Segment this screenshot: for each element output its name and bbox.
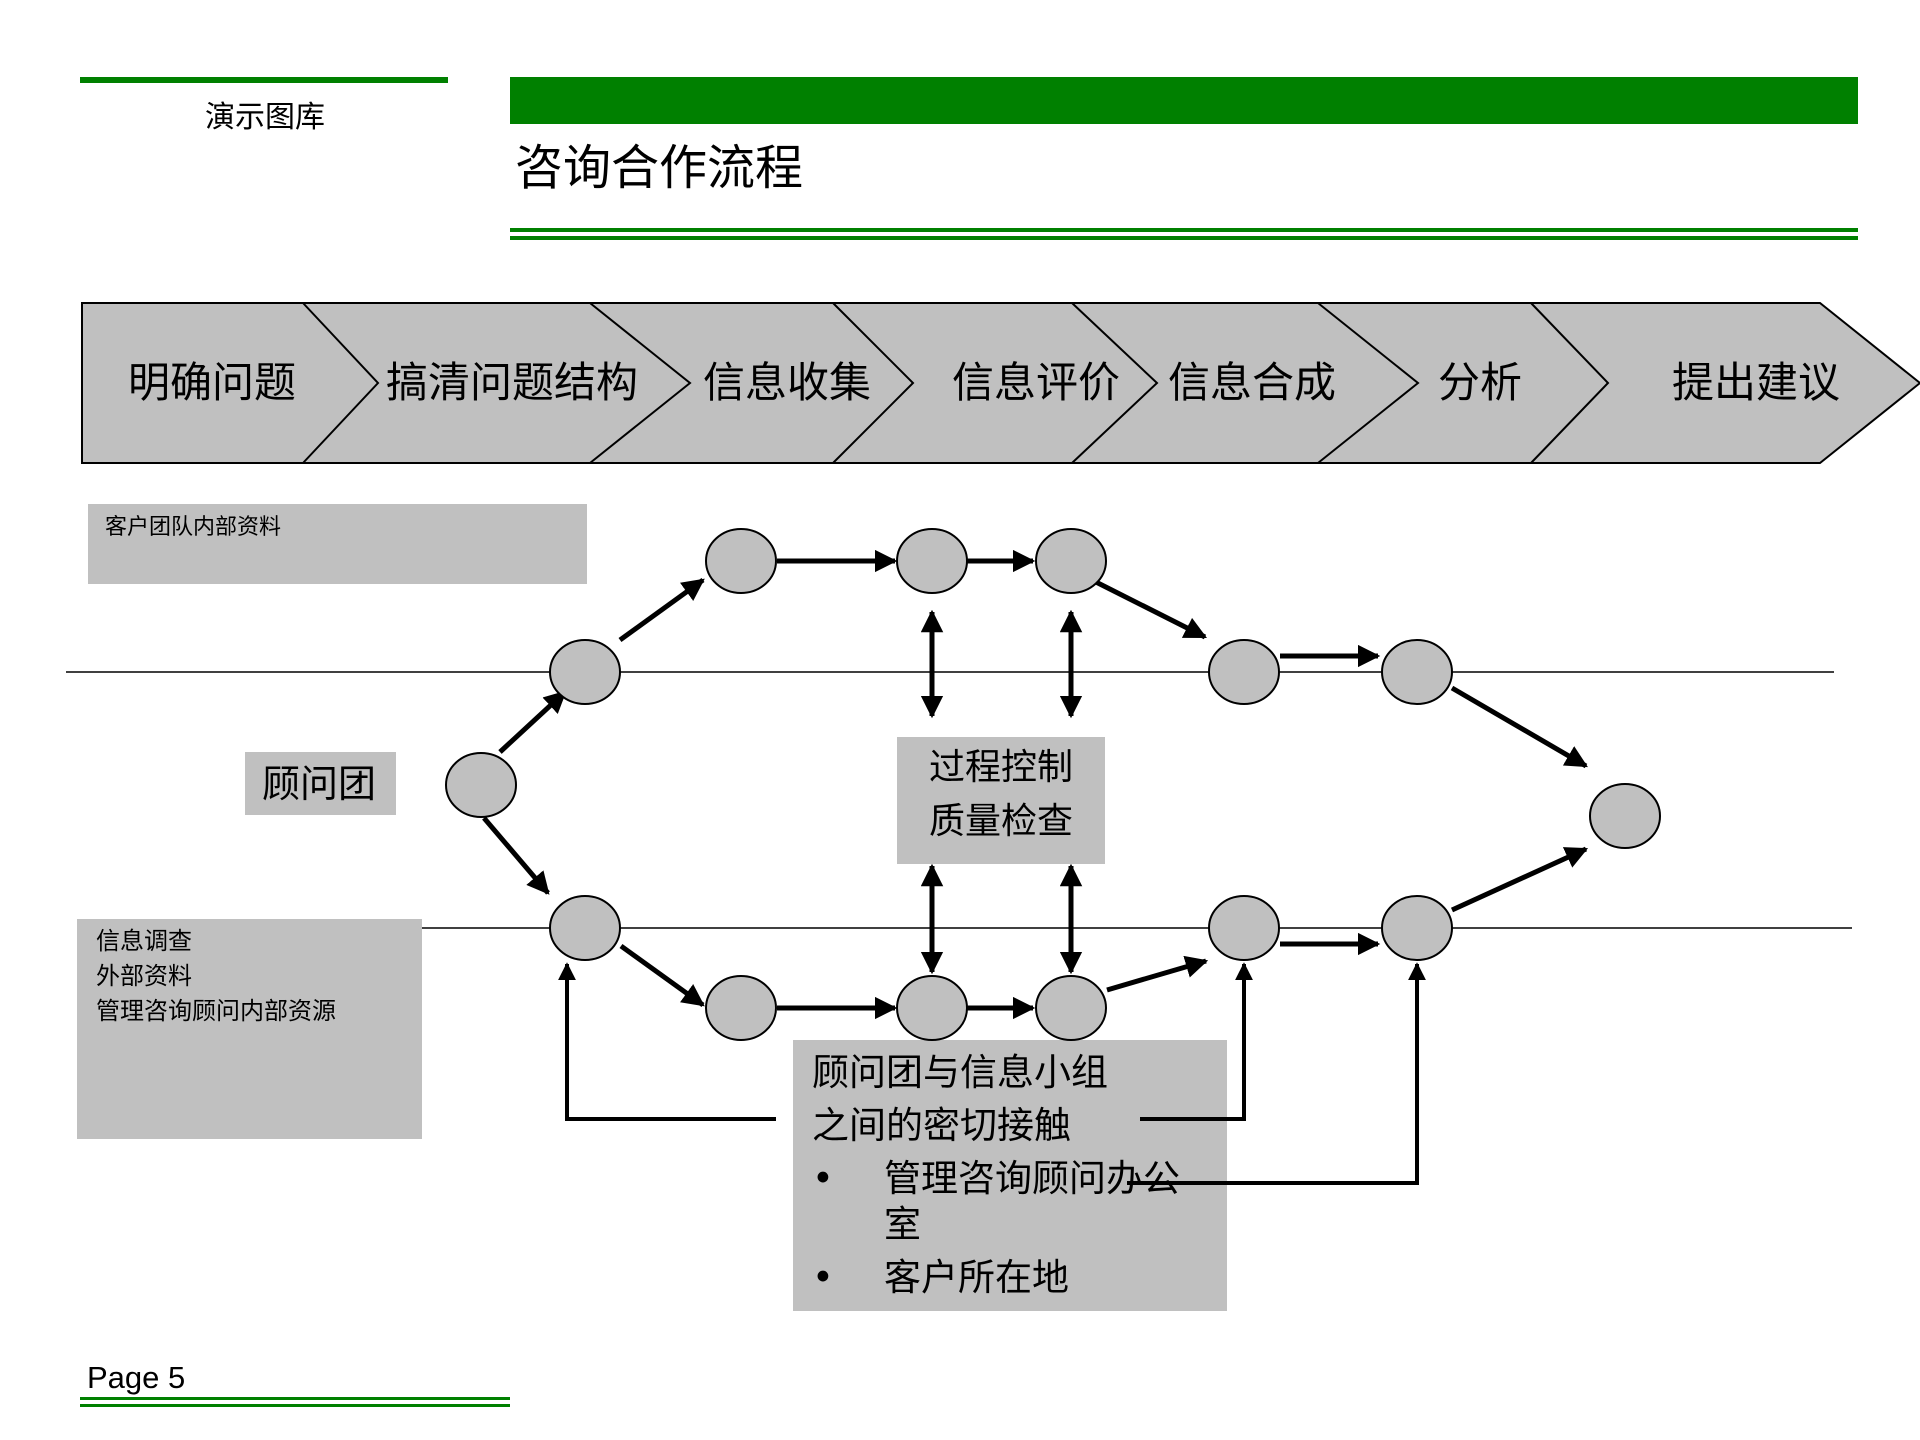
bullet-dot: •	[812, 1256, 834, 1299]
bullet-text: 管理咨询顾问办公 室	[884, 1152, 1180, 1245]
client-team-box	[88, 504, 587, 584]
process-chevron-band	[81, 302, 1920, 464]
node-lower	[549, 895, 621, 961]
page-title: 咨询合作流程	[515, 140, 804, 196]
step-define-problem: 明确问题	[128, 358, 297, 407]
bullet-dot: •	[812, 1157, 834, 1200]
node-end	[1589, 783, 1661, 849]
client-team-label: 客户团队内部资料	[105, 515, 282, 540]
feedback-to-low1-node	[1140, 962, 1253, 1121]
node-top3	[1035, 528, 1107, 594]
title-rule-bottom	[510, 236, 1858, 240]
step-recommend: 提出建议	[1672, 358, 1841, 407]
info-source-survey: 信息调查	[96, 927, 192, 955]
step-structure-problem: 搞清问题结构	[386, 358, 639, 407]
title-bar	[510, 77, 1858, 124]
node-mid2	[1381, 639, 1453, 705]
info-source-external: 外部资料	[96, 962, 192, 990]
info-sources-list: 信息调查 外部资料 管理咨询顾问内部资源	[96, 924, 336, 1029]
cooperation-bullet-client-site: • 客户所在地	[812, 1251, 1222, 1304]
arrow-start-to-lower	[482, 816, 550, 895]
node-bot3	[1035, 975, 1107, 1041]
flow-network	[66, 528, 1852, 1185]
bullet-office-line2: 室	[884, 1203, 921, 1246]
page-number: Page 5	[87, 1360, 186, 1395]
brand-label: 演示图库	[205, 100, 325, 135]
arrow-low2-to-end	[1450, 846, 1589, 913]
node-low1	[1208, 895, 1280, 961]
quality-control-line1: 过程控制	[928, 747, 1073, 788]
arrow-top3-to-mid1	[1086, 575, 1208, 640]
step-analyze: 分析	[1438, 358, 1523, 407]
footer-rule-top	[80, 1397, 510, 1400]
quality-control-text: 过程控制 质量检查	[897, 741, 1105, 849]
quality-control-box	[897, 737, 1105, 864]
brand-underline	[80, 77, 448, 83]
node-mid1	[1208, 639, 1280, 705]
cooperation-line1: 顾问团与信息小组	[812, 1051, 1108, 1094]
step-synthesize-info: 信息合成	[1168, 358, 1337, 407]
node-start	[445, 752, 517, 818]
title-rule-top	[510, 228, 1858, 232]
arrow-upper-to-top1	[618, 577, 705, 643]
bullet-office-line1: 管理咨询顾问办公	[884, 1157, 1180, 1200]
info-source-internal: 管理咨询顾问内部资源	[96, 997, 336, 1025]
arrow-start-to-upper	[498, 690, 567, 754]
cooperation-line2: 之间的密切接触	[812, 1104, 1071, 1147]
quality-control-line2: 质量检查	[928, 801, 1073, 842]
bullet-client-site-text: 客户所在地	[884, 1256, 1069, 1299]
cooperation-box	[793, 1040, 1227, 1311]
arrow-mid2-to-end	[1450, 685, 1588, 769]
info-sources-box	[77, 919, 422, 1139]
arrow-bot3-to-low1	[1106, 955, 1209, 993]
cooperation-text: 顾问团与信息小组 之间的密切接触 • 管理咨询顾问办公 室 • 客户所在地	[812, 1046, 1222, 1304]
feedback-to-low2-node	[1127, 962, 1426, 1185]
arrow-lower-to-bot1	[619, 943, 705, 1008]
node-top2	[896, 528, 968, 594]
consultant-team-label: 顾问团	[262, 762, 377, 806]
step-evaluate-info: 信息评价	[952, 358, 1121, 407]
node-bot2	[896, 975, 968, 1041]
node-upper	[549, 639, 621, 705]
step-collect-info: 信息收集	[703, 358, 872, 407]
consultant-team-box	[245, 752, 396, 815]
cooperation-bullet-office: • 管理咨询顾问办公 室	[812, 1152, 1222, 1245]
node-low2	[1381, 895, 1453, 961]
footer-rule-bottom	[80, 1404, 510, 1407]
node-bot1	[705, 975, 777, 1041]
node-top1	[705, 528, 777, 594]
feedback-to-lower-node	[558, 962, 776, 1121]
